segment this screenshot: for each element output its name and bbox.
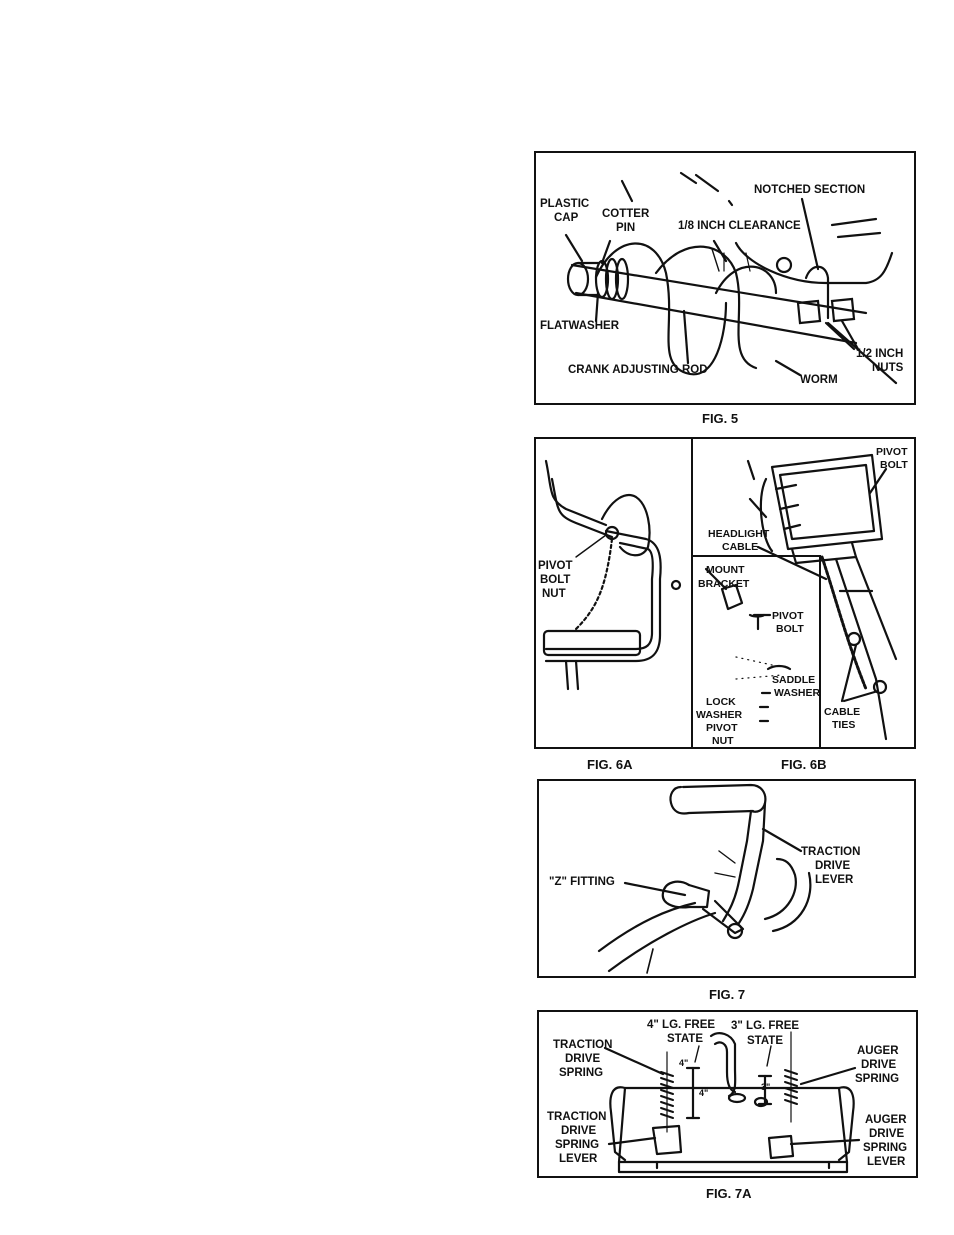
fig6b-inner-horizontal-divider	[693, 555, 821, 557]
figure-5-drawing	[564, 171, 898, 385]
fig7a-label-auger-spring-1: AUGER	[857, 1045, 899, 1057]
fig5-caption: FIG. 5	[702, 411, 739, 426]
fig7a-label-auger-lever-4: LEVER	[867, 1156, 906, 1168]
figure-6-panel: PIVOT BOLT NUT PIVOT BOLT HEADLIGHT CABL…	[534, 437, 916, 749]
fig6b-label-washer: WASHER	[774, 687, 821, 699]
fig6b-caption: FIG. 6B	[781, 757, 827, 772]
fig7a-dimension-4in-a: 4"	[679, 1058, 689, 1068]
fig6b-label-pivot-nut-2: NUT	[712, 735, 734, 747]
fig7a-label-4in-free: 4" LG. FREE	[647, 1019, 716, 1031]
fig6b-label-headlight: HEADLIGHT	[708, 528, 770, 540]
fig6b-label-cable-ties-1: CABLE	[824, 706, 861, 718]
fig5-label-notched-section: NOTCHED SECTION	[754, 184, 866, 196]
fig6-vertical-divider	[691, 439, 693, 747]
fig6a-label-pivot: PIVOT	[538, 560, 573, 572]
fig7a-label-traction-spring-1: TRACTION	[553, 1039, 613, 1051]
fig7a-label-traction-spring-3: SPRING	[559, 1067, 604, 1079]
fig7a-label-auger-lever-1: AUGER	[865, 1114, 907, 1126]
fig7-label-z-fitting: "Z" FITTING	[549, 876, 615, 888]
fig7-label-traction: TRACTION	[801, 846, 861, 858]
fig7a-dimension-3in: 3"	[761, 1082, 771, 1092]
figure-7-panel: TRACTION DRIVE LEVER "Z" FITTING	[537, 779, 916, 978]
fig7a-caption: FIG. 7A	[706, 1186, 752, 1201]
fig5-label-cotter: COTTER	[602, 208, 650, 220]
fig6a-label-nut: NUT	[542, 588, 566, 600]
fig6b-label-cable-ties-2: TIES	[832, 719, 856, 731]
fig6b-label-lock-washer: WASHER	[696, 709, 743, 721]
figure-7a-panel: 4" LG. FREE STATE 3" LG. FREE STATE TRAC…	[537, 1010, 918, 1178]
fig7a-label-3in-free: 3" LG. FREE	[731, 1020, 800, 1032]
fig7a-label-traction-lever-2: DRIVE	[561, 1125, 597, 1137]
fig7-label-lever: LEVER	[815, 874, 854, 886]
fig5-label-pin: PIN	[616, 222, 636, 234]
fig5-label-plastic: PLASTIC	[540, 198, 590, 210]
fig7a-label-traction-lever-4: LEVER	[559, 1153, 598, 1165]
fig5-label-crank-adjusting-rod: CRANK ADJUSTING ROD	[568, 364, 708, 376]
fig7a-dimension-4in-b: 4"	[699, 1088, 709, 1098]
fig6b-label-pivot-nut-1: PIVOT	[706, 722, 738, 734]
fig7a-label-traction-lever-1: TRACTION	[547, 1111, 607, 1123]
fig5-label-half-inch: 1/2 INCH	[856, 348, 904, 360]
fig5-label-nuts: NUTS	[872, 362, 904, 374]
fig6a-caption: FIG. 6A	[587, 757, 633, 772]
fig5-label-worm: WORM	[800, 374, 838, 386]
fig7-label-drive: DRIVE	[815, 860, 851, 872]
fig7a-label-state-right: STATE	[747, 1035, 783, 1047]
fig7a-label-auger-lever-3: SPRING	[863, 1142, 908, 1154]
figure-6-drawing	[542, 453, 898, 741]
figure-5-panel: PLASTIC CAP COTTER PIN 1/8 INCH CLEARANC…	[534, 151, 916, 405]
fig6b-label-bracket: BRACKET	[698, 578, 750, 590]
fig5-label-flatwasher: FLATWASHER	[540, 320, 620, 332]
fig6b-label-saddle: SADDLE	[772, 674, 816, 686]
fig6a-label-bolt: BOLT	[540, 574, 571, 586]
fig7a-label-state-left: STATE	[667, 1033, 703, 1045]
fig6b-label-pivot-top: PIVOT	[876, 446, 908, 458]
fig7a-label-auger-spring-2: DRIVE	[861, 1059, 897, 1071]
fig6b-inner-vertical-divider	[819, 555, 821, 747]
fig7a-label-auger-spring-3: SPRING	[855, 1073, 900, 1085]
fig6b-label-pivot-bolt-1: PIVOT	[772, 610, 804, 622]
fig6b-label-pivot-bolt-2: BOLT	[776, 623, 804, 635]
fig7-caption: FIG. 7	[709, 987, 746, 1002]
fig5-label-cap: CAP	[554, 212, 579, 224]
figure-7-drawing	[597, 783, 812, 974]
fig7a-label-traction-spring-2: DRIVE	[565, 1053, 601, 1065]
fig5-label-clearance: 1/8 INCH CLEARANCE	[678, 220, 801, 232]
figure-7a-drawing	[603, 1031, 861, 1174]
fig6b-label-bolt-top: BOLT	[880, 459, 908, 471]
fig6b-label-lock: LOCK	[706, 696, 736, 708]
fig6b-label-mount: MOUNT	[706, 564, 745, 576]
fig7a-label-auger-lever-2: DRIVE	[869, 1128, 905, 1140]
fig7a-label-traction-lever-3: SPRING	[555, 1139, 600, 1151]
fig6b-label-cable: CABLE	[722, 541, 759, 553]
